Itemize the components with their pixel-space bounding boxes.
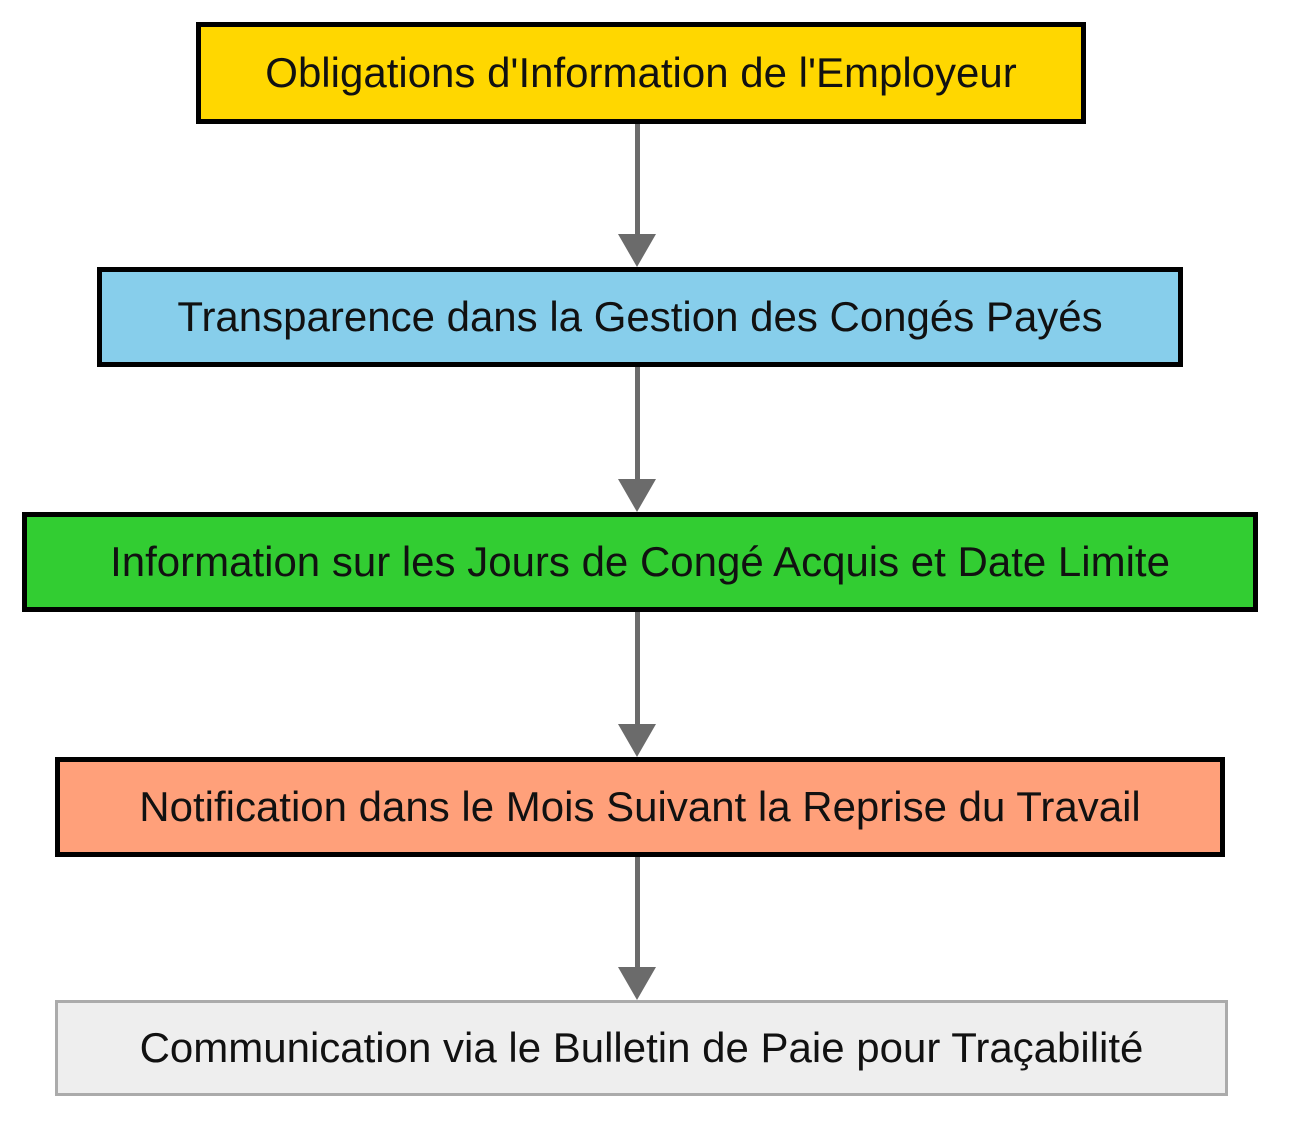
flow-arrow-2: [618, 367, 656, 512]
flow-node-transparence-gestion-conges: Transparence dans la Gestion des Congés …: [97, 267, 1183, 367]
flow-node-label: Communication via le Bulletin de Paie po…: [139, 1023, 1144, 1071]
flow-arrow-1: [618, 124, 656, 267]
flow-node-label: Obligations d'Information de l'Employeur: [265, 48, 1017, 96]
flow-arrow-4: [618, 857, 656, 1000]
flow-node-information-jours-conge: Information sur les Jours de Congé Acqui…: [22, 512, 1258, 612]
arrow-head-icon: [618, 234, 656, 267]
arrow-shaft: [634, 367, 640, 479]
flow-node-label: Notification dans le Mois Suivant la Rep…: [139, 782, 1141, 830]
arrow-head-icon: [618, 479, 656, 512]
flow-node-obligations-information-employeur: Obligations d'Information de l'Employeur: [196, 22, 1086, 124]
arrow-shaft: [634, 124, 640, 234]
flow-node-communication-bulletin-paie: Communication via le Bulletin de Paie po…: [55, 1000, 1228, 1096]
arrow-shaft: [634, 612, 640, 724]
flow-arrow-3: [618, 612, 656, 757]
arrow-head-icon: [618, 724, 656, 757]
flow-node-notification-mois-suivant: Notification dans le Mois Suivant la Rep…: [55, 757, 1225, 857]
arrow-shaft: [634, 857, 640, 967]
arrow-head-icon: [618, 967, 656, 1000]
flow-node-label: Transparence dans la Gestion des Congés …: [177, 292, 1103, 340]
flow-node-label: Information sur les Jours de Congé Acqui…: [110, 537, 1170, 585]
